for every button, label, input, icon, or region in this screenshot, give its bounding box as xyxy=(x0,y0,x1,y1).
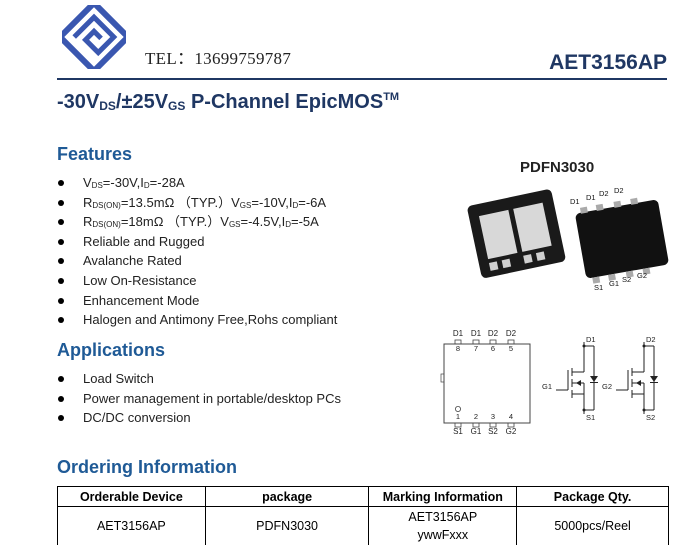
list-item: Avalanche Rated xyxy=(57,251,337,271)
schematic-label: S2 xyxy=(646,413,655,422)
column-header: Package Qty. xyxy=(516,486,669,507)
pin-label: S2 xyxy=(622,275,631,284)
pin-label: D2 xyxy=(488,329,499,338)
pin-label: S2 xyxy=(488,427,498,436)
pin-label: D1 xyxy=(570,197,580,206)
column-header: package xyxy=(204,486,370,507)
pin-number: 6 xyxy=(491,344,495,353)
list-item: Load Switch xyxy=(57,369,341,389)
pin-number: 4 xyxy=(509,412,513,421)
page-title: -30VDS/±25VGS P-Channel EpicMOSTM xyxy=(57,91,400,113)
pin-number: 2 xyxy=(474,412,478,421)
table-row: AET3156AP PDFN3030 AET3156AP ywwFxxx 500… xyxy=(57,506,669,545)
pin-label: G1 xyxy=(471,427,482,436)
schematic-label: D1 xyxy=(586,335,596,344)
schematic-label: S1 xyxy=(586,413,595,422)
list-item: Low On-Resistance xyxy=(57,271,337,291)
schematic-label: D2 xyxy=(646,335,656,344)
pin-number: 8 xyxy=(456,344,460,353)
pin-label: S1 xyxy=(453,427,463,436)
schematic-label: G2 xyxy=(602,382,612,391)
package-photo: D1 D1 D2 D2 S1 G1 S2 G2 xyxy=(467,186,669,292)
pin-label: D1 xyxy=(471,329,482,338)
list-item: Reliable and Rugged xyxy=(57,232,337,252)
list-item: RDS(ON)=18mΩ （TYP.）VGS=-4.5V,ID=-5A xyxy=(57,212,337,232)
pin-label: D1 xyxy=(586,193,596,202)
marking-line: AET3156AP xyxy=(408,510,478,524)
list-item: Enhancement Mode xyxy=(57,291,337,311)
header-divider xyxy=(57,78,667,80)
list-item: DC/DC conversion xyxy=(57,408,341,428)
ordering-heading: Ordering Information xyxy=(57,457,237,477)
table-cell: AET3156AP ywwFxxx xyxy=(368,506,518,545)
column-header: Orderable Device xyxy=(57,486,206,507)
pin-number: 7 xyxy=(474,344,478,353)
applications-list: Load Switch Power management in portable… xyxy=(57,369,341,428)
pin-number: 5 xyxy=(509,344,513,353)
mosfet-schematic: G1 D1 S1 G2 D2 S2 xyxy=(542,335,658,422)
pin-label: D2 xyxy=(599,189,609,198)
pin-label: G2 xyxy=(506,427,517,436)
features-heading: Features xyxy=(57,144,133,164)
part-number: AET3156AP xyxy=(549,51,667,74)
list-item: RDS(ON)=13.5mΩ （TYP.）VGS=-10V,ID=-6A xyxy=(57,193,337,213)
company-logo xyxy=(62,5,126,69)
applications-heading: Applications xyxy=(57,340,166,360)
list-item: Power management in portable/desktop PCs xyxy=(57,389,341,409)
features-list: VDS=-30V,ID=-28A RDS(ON)=13.5mΩ （TYP.）VG… xyxy=(57,173,337,330)
table-cell: PDFN3030 xyxy=(204,506,370,545)
package-name: PDFN3030 xyxy=(520,159,595,176)
pin-label: D2 xyxy=(614,186,624,195)
list-item: VDS=-30V,ID=-28A xyxy=(57,173,337,193)
pin-number: 3 xyxy=(491,412,495,421)
marking-line: ywwFxxx xyxy=(417,528,469,542)
table-header-row: Orderable Device package Marking Informa… xyxy=(57,486,669,507)
column-header: Marking Information xyxy=(368,486,518,507)
pin-label: D1 xyxy=(453,329,464,338)
pin-label: S1 xyxy=(594,283,603,292)
pin-number: 1 xyxy=(456,412,460,421)
ordering-table: Orderable Device package Marking Informa… xyxy=(57,486,669,545)
pin-label: G1 xyxy=(609,279,619,288)
list-item: Halogen and Antimony Free,Rohs compliant xyxy=(57,310,337,330)
schematic-label: G1 xyxy=(542,382,552,391)
table-cell: AET3156AP xyxy=(57,506,206,545)
table-cell: 5000pcs/Reel xyxy=(516,506,669,545)
pinout-diagram: D1 D1 D2 D2 8 7 6 5 1 2 3 4 S1 G1 S2 G2 xyxy=(440,329,531,436)
pin-label: G2 xyxy=(637,271,647,280)
pin-label: D2 xyxy=(506,329,517,338)
telephone-number: TEL：13699759787 xyxy=(145,49,292,68)
